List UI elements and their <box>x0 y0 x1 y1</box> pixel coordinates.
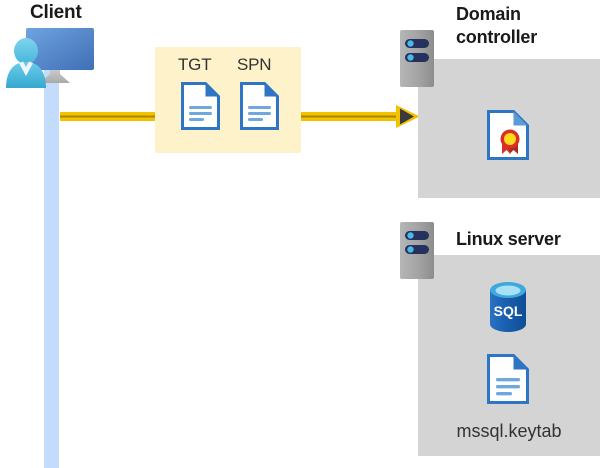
domain-controller-title: Domain controller <box>456 3 600 49</box>
tgt-label: TGT <box>178 55 212 74</box>
server-rack-icon <box>400 222 434 279</box>
tgt-document-icon <box>181 82 220 130</box>
certificate-document-icon <box>487 110 529 160</box>
linux-server-title-line1: Linux server <box>456 229 561 249</box>
keytab-document-icon <box>487 354 529 404</box>
keytab-filename-label: mssql.keytab <box>456 421 562 441</box>
domain-controller-title-line1: Domain <box>456 4 521 24</box>
sql-database-label: SQL <box>494 303 523 319</box>
user-with-monitor-icon <box>4 26 96 94</box>
client-title: Client <box>30 2 82 23</box>
server-rack-icon <box>400 30 434 87</box>
domain-controller-title-line2: controller <box>456 27 538 47</box>
message-payload-box <box>155 47 301 153</box>
spn-label: SPN <box>237 55 272 74</box>
client-lifeline <box>44 70 59 468</box>
linux-server-title: Linux server <box>456 228 600 251</box>
sql-database-icon: SQL <box>486 282 530 332</box>
spn-document-icon <box>240 82 279 130</box>
